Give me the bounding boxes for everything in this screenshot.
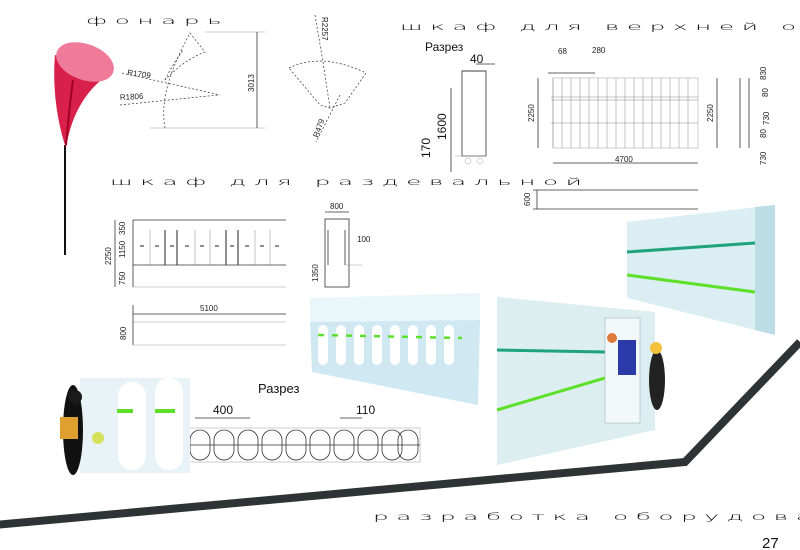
locker-section-plan: 400 110 <box>187 403 421 463</box>
dim-280: 280 <box>592 46 606 55</box>
dim-2250-right: 2250 <box>706 104 715 122</box>
dim-800-side: 800 <box>330 202 344 211</box>
dim-730-bottom: 730 <box>759 151 768 165</box>
dim-2250-left: 2250 <box>527 104 536 122</box>
locker-section-label: Разрез <box>258 381 300 396</box>
coat-section-label: Разрез <box>425 40 464 54</box>
coat-cabinet-title: шкаф для верхней одежды <box>400 21 800 34</box>
locker-cabinet-front-drawing: 350 1150 2250 750 <box>104 219 286 288</box>
dim-3013: 3013 <box>247 74 256 92</box>
dim-r1806: R1806 <box>120 92 145 102</box>
footer-title: разработка оборудования <box>373 511 800 524</box>
coat-cabinet-front-drawing: 68 280 2250 2250 4700 <box>527 46 718 164</box>
dim-80-bottom: 80 <box>759 129 768 138</box>
dim-r1709: R1709 <box>127 68 152 80</box>
dim-80-top: 80 <box>761 88 770 97</box>
dim-5100: 5100 <box>200 304 218 313</box>
decorative-band <box>0 339 800 529</box>
coat-cabinet-side-drawing: 830 80 730 80 730 <box>739 66 771 165</box>
dim-400: 400 <box>213 403 233 417</box>
page-number: 27 <box>762 535 779 550</box>
dim-40: 40 <box>470 52 484 66</box>
coat-cabinet-wall-render <box>626 205 775 335</box>
dim-600: 600 <box>523 192 532 206</box>
dim-800-plan: 800 <box>119 326 128 340</box>
dim-r2257: R2257 <box>320 17 329 41</box>
coat-cabinet-section-drawing: 40 1600 170 <box>419 52 495 172</box>
lamp-title: фонарь <box>86 15 230 28</box>
dim-1600: 1600 <box>435 113 449 140</box>
dim-830: 830 <box>759 66 768 80</box>
dim-68: 68 <box>558 47 567 56</box>
dim-100: 100 <box>357 235 371 244</box>
dim-r479: R479 <box>311 117 326 139</box>
locker-room-render <box>60 378 190 475</box>
lamp-profile-drawing: R1709 R1806 3013 <box>120 31 265 129</box>
locker-cabinet-title: шкаф для раздевальной <box>110 176 590 189</box>
locker-cabinet-side-drawing: 800 100 1350 <box>311 202 371 288</box>
dim-1350: 1350 <box>311 264 320 282</box>
locker-cabinet-plan-drawing: 5100 800 <box>119 304 286 346</box>
dim-1150: 1150 <box>118 240 127 258</box>
dim-750: 750 <box>118 271 127 285</box>
locker-bench-render <box>310 293 480 405</box>
lamp-render <box>54 42 114 255</box>
dim-350: 350 <box>118 221 127 235</box>
coat-cabinet-plan-drawing: 600 <box>523 189 698 210</box>
lamp-fan-drawing: R2257 R479 <box>288 14 367 143</box>
dim-110: 110 <box>356 403 375 417</box>
dim-4700: 4700 <box>615 155 633 164</box>
dim-170: 170 <box>419 138 433 158</box>
dim-2250: 2250 <box>104 247 113 265</box>
cabinet-wall-render <box>496 297 665 465</box>
dim-730-mid: 730 <box>762 111 771 125</box>
